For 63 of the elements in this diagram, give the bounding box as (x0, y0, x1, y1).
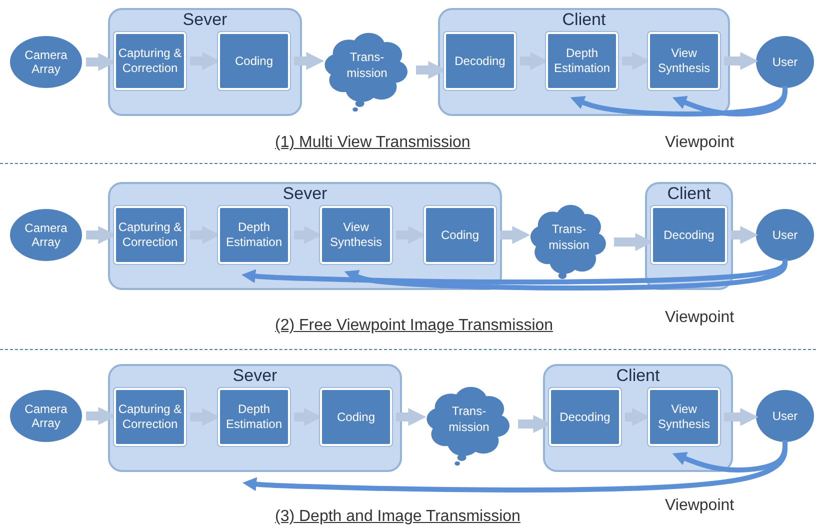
node-label: Depth Estimation (224, 402, 284, 432)
node-label: Coding (336, 410, 376, 424)
node-label: Coding (234, 54, 274, 68)
node-label: View Synthesis (656, 46, 712, 76)
node-label: Depth Estimation (552, 46, 612, 76)
process-box (651, 206, 727, 264)
process-box (218, 388, 290, 446)
caption: (1) Multi View Transmission (275, 134, 470, 152)
node-label: User (772, 55, 798, 69)
node-label: Trans- mission (346, 50, 388, 82)
node-label: Depth Estimation (224, 220, 284, 250)
viewpoint-label: Viewpoint (665, 134, 734, 152)
process-box (648, 32, 720, 90)
arrow (724, 408, 758, 426)
node-label: Capturing & Correction (117, 220, 183, 250)
node-label: Trans- mission (448, 404, 490, 436)
node-label: View Synthesis (328, 220, 384, 250)
process-box (218, 206, 290, 264)
node-label: Coding (440, 228, 480, 242)
process-box (114, 388, 186, 446)
group-title: Sever (182, 11, 228, 28)
process-box (320, 206, 392, 264)
group-panel (108, 364, 402, 472)
viewpoint-label: Viewpoint (665, 309, 734, 327)
group-title: Client (616, 367, 660, 384)
group-title: Client (667, 185, 711, 202)
node-label: Capturing & Correction (117, 46, 183, 76)
process-box (218, 32, 290, 90)
group-panel (645, 182, 733, 290)
node-label: Camera Array (24, 221, 68, 249)
viewpoint-label: Viewpoint (665, 497, 734, 515)
arrow (500, 226, 530, 244)
group-panel (108, 182, 502, 290)
node-label: Decoding (664, 228, 714, 242)
process-box (114, 206, 186, 264)
group-title: Sever (232, 367, 278, 384)
node-label: Camera Array (24, 48, 68, 76)
process-box (549, 388, 621, 446)
node-label: Capturing & Correction (117, 402, 183, 432)
node-label: Trans- mission (548, 222, 590, 254)
group-panel (543, 364, 733, 472)
arrow (294, 52, 324, 70)
process-box (320, 388, 392, 446)
node-label: Decoding (560, 410, 610, 424)
caption: (3) Depth and Image Transmission (275, 508, 520, 526)
arrow (724, 52, 758, 70)
node-label: User (772, 228, 798, 242)
group-title: Sever (282, 185, 328, 202)
process-box (114, 32, 186, 90)
node-label: User (772, 409, 798, 423)
process-box (648, 388, 720, 446)
caption: (2) Free Viewpoint Image Transmission (275, 317, 554, 335)
group-panel (108, 8, 302, 116)
node-label: Decoding (454, 54, 506, 68)
node-label: Camera Array (24, 402, 68, 430)
group-title: Client (562, 11, 606, 28)
process-box (444, 32, 516, 90)
group-panel (438, 8, 730, 116)
process-box (546, 32, 618, 90)
arrow (396, 408, 426, 426)
arrow (731, 226, 758, 244)
node-label: View Synthesis (656, 402, 712, 432)
process-box (424, 206, 496, 264)
